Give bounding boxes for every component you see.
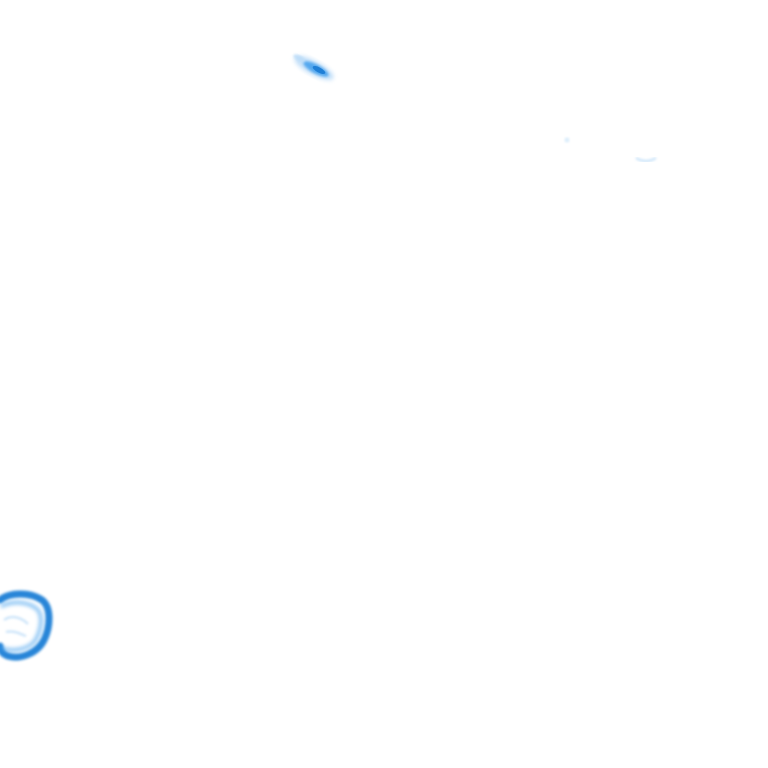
faint-dot-shape xyxy=(564,137,570,143)
faint-arc-shape xyxy=(635,157,657,162)
streak-blob-shape xyxy=(293,54,334,81)
ring-blob-shape xyxy=(0,590,53,661)
